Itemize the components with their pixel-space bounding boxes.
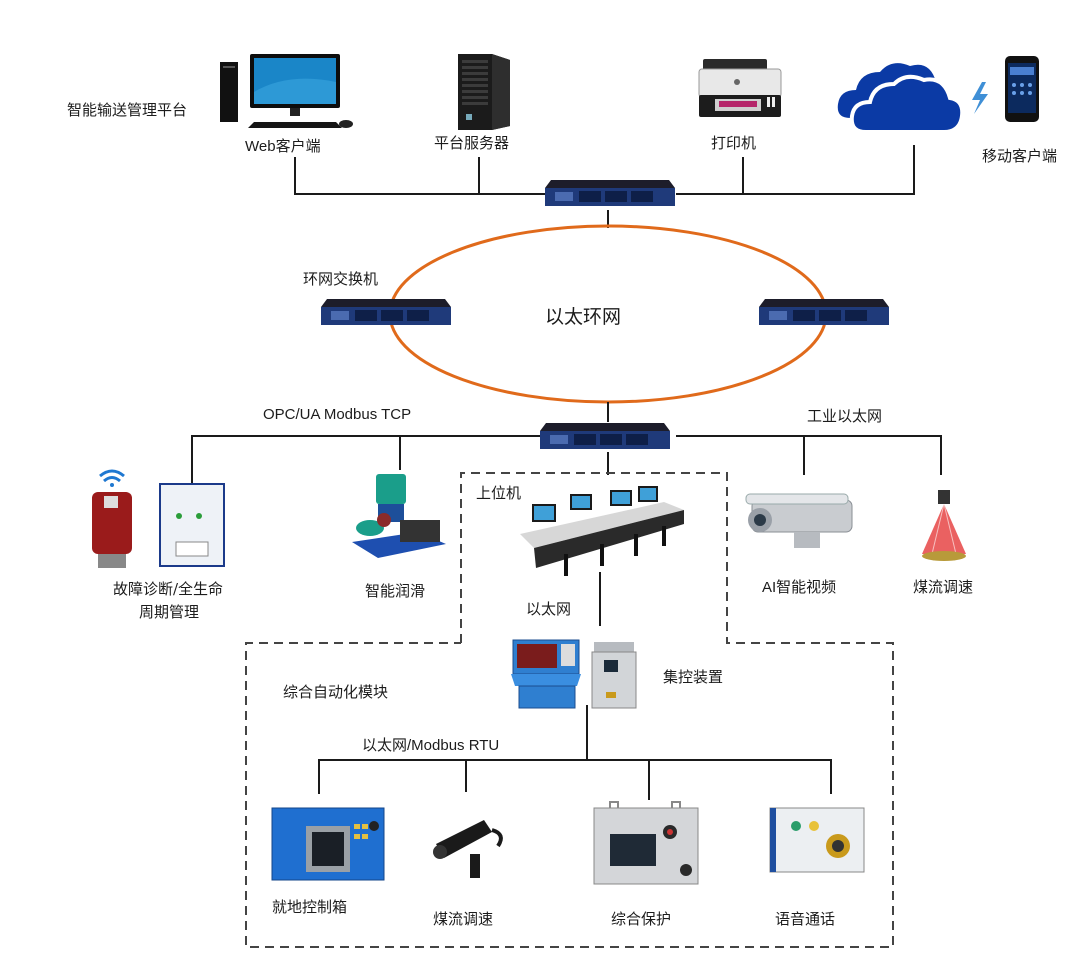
field-bus-lines: [191, 402, 942, 800]
right-ring-switch-icon[interactable]: [757, 297, 891, 329]
wifi-icon: [99, 469, 125, 483]
integrated-protection-label: 综合保护: [611, 910, 672, 928]
link-web-client: [294, 157, 545, 195]
coal-flow-label: 煤流调速: [433, 910, 494, 928]
left-ring-switch-icon[interactable]: [319, 297, 453, 329]
bottom-switch-icon[interactable]: [538, 421, 672, 453]
fault-diagnosis-devices[interactable]: [84, 462, 226, 572]
mobile-client-label: 移动客户端: [982, 147, 1058, 165]
lubrication-pump-icon[interactable]: [348, 470, 448, 562]
top-bus-lines: [294, 145, 915, 228]
platform-server-label: 平台服务器: [434, 134, 510, 152]
automation-module-label: 综合自动化模块: [283, 683, 389, 701]
voice-call-icon[interactable]: [768, 806, 866, 874]
ai-camera-icon[interactable]: [736, 490, 858, 556]
group-frames: [245, 472, 894, 948]
link-coal-flow-top: [676, 435, 942, 475]
link-cloud: [676, 145, 915, 195]
voice-call-label: 语音通话: [775, 910, 836, 928]
tower-server-icon[interactable]: [452, 50, 514, 130]
control-console-icon[interactable]: [514, 484, 690, 580]
link-fault-diagnosis: [191, 435, 540, 484]
cloud-icon[interactable]: [836, 58, 966, 136]
surveillance-camera-icon[interactable]: [430, 816, 510, 880]
vibration-sensor-icon: [92, 492, 132, 554]
ring-switch-label: 环网交换机: [303, 270, 379, 288]
operation-desk-icon[interactable]: [509, 638, 583, 710]
desktop-computer-icon[interactable]: [218, 52, 358, 132]
fault-diagnosis-label-2: 周期管理: [139, 603, 200, 621]
smartphone-icon[interactable]: [1004, 55, 1042, 125]
host-label: 上位机: [476, 484, 522, 502]
industrial-ethernet-label: 工业以太网: [807, 407, 883, 425]
wireless-signal-icon: [972, 82, 988, 114]
smart-lubrication-label: 智能润滑: [365, 582, 426, 600]
local-control-box-icon[interactable]: [270, 804, 388, 884]
platform-title: 智能输送管理平台: [67, 101, 188, 119]
printer-icon[interactable]: [697, 57, 783, 123]
top-switch-icon[interactable]: [543, 178, 677, 210]
protocol-left-label: OPC/UA Modbus TCP: [263, 406, 412, 423]
coal-flow-radar-icon[interactable]: [918, 488, 970, 564]
host-ethernet-label: 以太网: [526, 600, 572, 618]
automation-group-frame: [245, 472, 894, 948]
ethernet-ring-label: 以太环网: [545, 306, 622, 328]
automation-bus: [318, 759, 832, 794]
integrated-protection-icon[interactable]: [590, 800, 702, 886]
ai-video-label: AI智能视频: [762, 579, 837, 596]
centralized-controller-label: 集控装置: [663, 668, 724, 686]
web-client-label: Web客户端: [245, 138, 321, 155]
local-control-box-label: 就地控制箱: [272, 898, 348, 916]
printer-label: 打印机: [711, 134, 757, 152]
fault-diagnosis-label-1: 故障诊断/全生命: [113, 580, 224, 598]
automation-bus-label: 以太网/Modbus RTU: [362, 737, 500, 754]
coal-flow-top-label: 煤流调速: [913, 578, 974, 596]
centralized-controller-icon[interactable]: [588, 640, 640, 710]
